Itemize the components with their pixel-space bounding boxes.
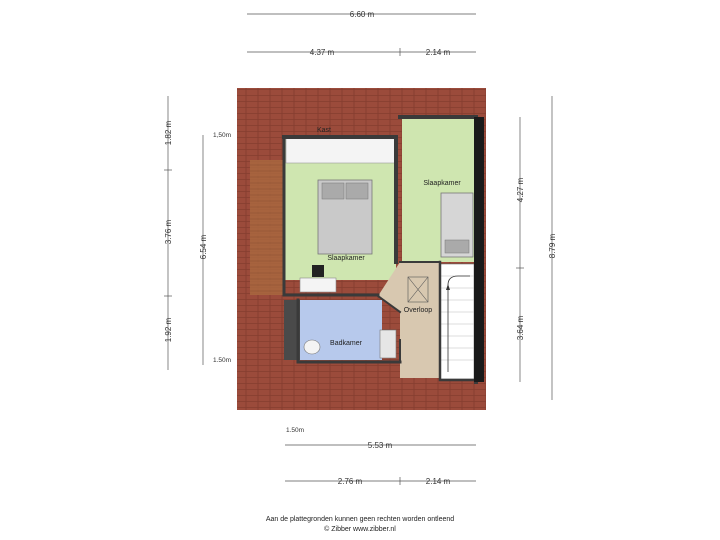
footer-disclaimer: Aan de plattegronden kunnen geen rechten… — [265, 516, 455, 523]
hatch-cross — [407, 276, 429, 303]
dim-top-total: 6.60 m — [350, 10, 375, 19]
room-label-slaapkamer-left: Slaapkamer — [327, 255, 365, 262]
room-label-kast: Kast — [317, 127, 331, 134]
bath-alcove — [284, 300, 300, 360]
dim-bottom-total: 5.53 m — [368, 441, 393, 450]
dim-top-left: 4.37 m — [310, 48, 335, 57]
chimney-wall — [474, 117, 484, 382]
dim-left-mid: 3.76 m — [164, 219, 173, 244]
dim-bottom-left: 2.76 m — [338, 477, 363, 486]
staircase — [439, 263, 475, 380]
dim-left-bottom: 1.92 m — [164, 317, 173, 342]
attic-hatch — [407, 276, 429, 303]
dim-right-inner-top: 4.27 m — [516, 177, 525, 202]
dimension-lines — [164, 13, 553, 485]
height-marker-bottom: 1.50m — [286, 427, 304, 434]
chair — [312, 265, 324, 277]
room-label-slaapkamer-right: Slaapkamer — [423, 180, 461, 187]
dim-left-top: 1.82 m — [164, 120, 173, 145]
height-marker-top: 1,50m — [213, 132, 231, 139]
dim-bottom-right: 2.14 m — [426, 477, 451, 486]
footer-copyright: © Zibber www.zibber.nl — [324, 526, 396, 533]
closet — [285, 137, 397, 164]
washbasin — [379, 329, 397, 359]
room-label-badkamer: Badkamer — [330, 340, 363, 347]
pillow-left — [321, 182, 345, 200]
dim-top-right: 2.14 m — [426, 48, 451, 57]
dim-left-inner: 6.54 m — [199, 234, 208, 259]
dim-right-inner-bottom: 3.64 m — [516, 315, 525, 340]
dim-right-outer: 8.79 m — [548, 233, 557, 258]
room-label-overloop: Overloop — [404, 307, 433, 314]
toilet — [303, 339, 321, 355]
height-marker-mid: 1.50m — [213, 357, 231, 364]
desk — [299, 277, 337, 293]
landing — [378, 262, 440, 378]
single-pillow — [444, 239, 470, 254]
attic-storage — [250, 160, 283, 295]
pillow-right — [345, 182, 369, 200]
